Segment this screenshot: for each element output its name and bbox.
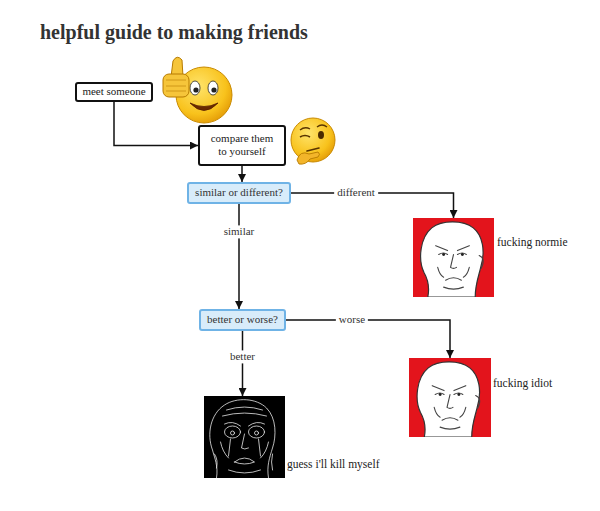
start-box: meet someone (75, 82, 153, 102)
outcome-caption: fucking normie (497, 236, 568, 250)
outcome-caption: fucking idiot (493, 377, 552, 391)
flow-arrow (114, 102, 198, 146)
node-text: better or worse? (207, 313, 278, 326)
crying-face-panel (204, 396, 285, 478)
node-text: similar or different? (195, 186, 283, 199)
outcome-panel: guess i'll kill myself (204, 396, 285, 478)
edge-label: worse (336, 313, 368, 326)
edge-label: different (334, 186, 378, 199)
diagram-title: helpful guide to making friends (40, 21, 308, 44)
outcome-panel: fucking idiot (409, 358, 491, 437)
flow-arrow (241, 166, 243, 182)
thumbs-up-emoji (163, 57, 232, 123)
decision-box: similar or different? (187, 182, 291, 204)
outcome-panel: fucking normie (413, 218, 494, 297)
flow-arrow (238, 204, 240, 309)
edge-label: better (227, 350, 258, 363)
outcome-caption: guess i'll kill myself (287, 458, 379, 472)
edge-label: similar (221, 225, 258, 238)
process-box: compare them to yourself (198, 125, 286, 166)
thinking-emoji (291, 118, 335, 164)
angry-face-panel (409, 358, 491, 437)
decision-box: better or worse? (199, 309, 286, 331)
node-text: compare them to yourself (206, 132, 278, 158)
node-text: meet someone (82, 85, 146, 98)
angry-face-panel (413, 218, 494, 297)
